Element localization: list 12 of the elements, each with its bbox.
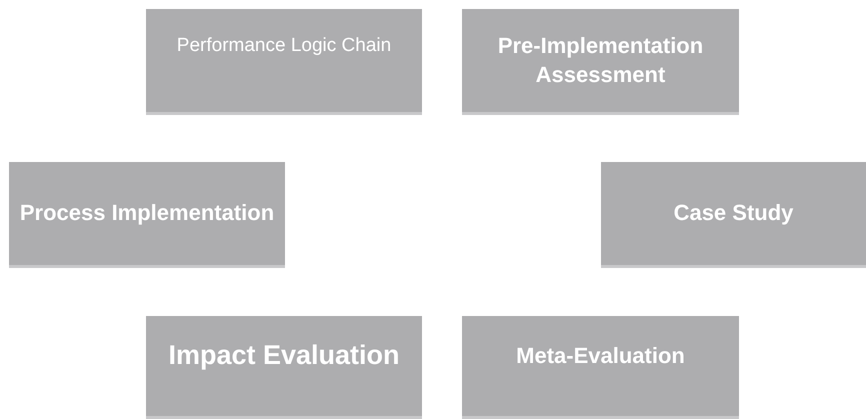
process-box xyxy=(9,162,285,268)
box-label: Impact Evaluation xyxy=(168,339,400,372)
box-label: Case Study xyxy=(674,199,794,228)
process-box xyxy=(601,162,866,268)
box-label: Process Implementation xyxy=(20,199,274,228)
process-box xyxy=(462,9,739,115)
box-label: Performance Logic Chain xyxy=(176,34,392,58)
process-box xyxy=(146,316,422,419)
box-label: Meta-Evaluation xyxy=(516,342,685,370)
box-label: Pre-Implementation Assessment xyxy=(496,32,704,88)
process-box xyxy=(146,9,422,115)
process-box xyxy=(462,316,739,419)
